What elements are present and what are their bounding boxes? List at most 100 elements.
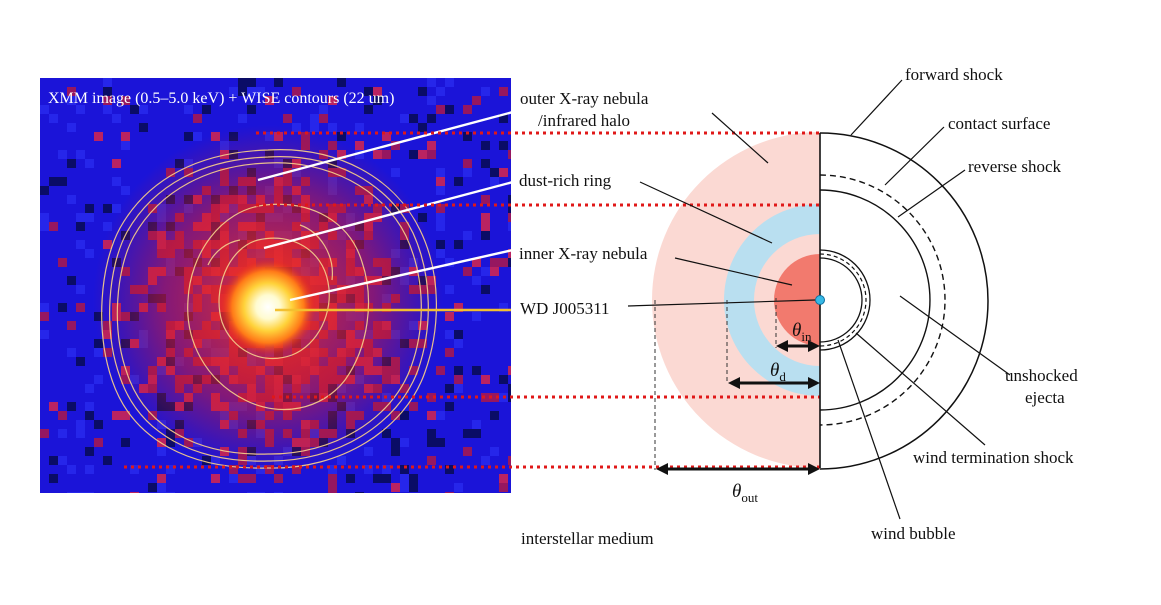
image-pixel xyxy=(130,105,139,114)
image-pixel xyxy=(40,213,49,222)
image-pixel xyxy=(112,177,121,186)
image-pixel xyxy=(454,375,463,384)
image-pixel xyxy=(472,276,481,285)
image-pixel xyxy=(445,78,454,87)
image-pixel xyxy=(130,465,139,474)
reverse-shock-arc xyxy=(819,189,931,411)
image-pixel xyxy=(463,267,472,276)
label-unshocked-1: unshocked xyxy=(1005,366,1078,385)
image-pixel xyxy=(427,456,436,465)
image-pixel xyxy=(481,267,490,276)
image-pixel xyxy=(49,456,58,465)
image-pixel xyxy=(400,474,409,483)
leader-outer-nebula xyxy=(711,112,769,164)
leader-wd xyxy=(627,299,816,307)
image-pixel xyxy=(103,456,112,465)
wind-termination-shock-arc xyxy=(819,257,863,343)
inner-contour-2 xyxy=(207,224,333,281)
image-pixel xyxy=(454,330,463,339)
image-pixel xyxy=(184,105,193,114)
pointer-dust-ring xyxy=(263,181,511,250)
image-pixel xyxy=(67,276,76,285)
image-pixel xyxy=(121,438,130,447)
image-pixel xyxy=(382,150,391,159)
image-pixel xyxy=(499,303,508,312)
image-pixel xyxy=(472,96,481,105)
image-pixel xyxy=(409,114,418,123)
image-pixel xyxy=(85,492,94,493)
image-pixel xyxy=(364,87,373,96)
image-pixel xyxy=(382,132,391,141)
image-pixel xyxy=(85,159,94,168)
image-pixel xyxy=(247,492,256,493)
image-pixel xyxy=(391,483,400,492)
outer-contour-2 xyxy=(109,156,429,462)
image-pixel xyxy=(445,348,454,357)
image-pixel xyxy=(508,384,511,393)
image-pixel xyxy=(76,285,85,294)
image-pixel xyxy=(481,213,490,222)
label-theta-in: θin xyxy=(792,320,812,344)
arrowhead-theta-d-left xyxy=(728,377,740,389)
image-pixel xyxy=(76,303,85,312)
image-pixel xyxy=(508,222,511,231)
image-title: XMM image (0.5–5.0 keV) + WISE contours … xyxy=(48,90,394,107)
image-pixel xyxy=(481,159,490,168)
arrowhead-theta-out-right xyxy=(808,463,820,475)
arrowhead-theta-out-left xyxy=(656,463,668,475)
label-inner-nebula: inner X-ray nebula xyxy=(519,244,648,263)
image-pixel xyxy=(328,474,337,483)
image-pixel xyxy=(85,447,94,456)
label-reverse-shock: reverse shock xyxy=(968,157,1061,176)
image-pixel xyxy=(400,114,409,123)
image-pixel xyxy=(463,231,472,240)
image-pixel xyxy=(445,285,454,294)
image-pixel xyxy=(58,456,67,465)
image-pixel xyxy=(40,105,49,114)
image-pixel xyxy=(508,393,511,402)
image-pixel xyxy=(436,249,445,258)
forward-shock-arc xyxy=(819,132,989,470)
image-pixel xyxy=(121,186,130,195)
image-pixel xyxy=(499,87,508,96)
image-pixel xyxy=(346,474,355,483)
pointer-outer-nebula xyxy=(257,111,511,182)
image-pixel xyxy=(427,411,436,420)
leader-contact-surface xyxy=(884,126,945,186)
image-pixel xyxy=(229,474,238,483)
image-pixel xyxy=(418,123,427,132)
image-pixel xyxy=(472,429,481,438)
image-pixel xyxy=(454,384,463,393)
label-wind-bubble: wind bubble xyxy=(871,524,956,543)
image-pixel xyxy=(427,438,436,447)
image-pixel xyxy=(166,492,175,493)
image-pixel xyxy=(373,150,382,159)
image-pixel xyxy=(436,366,445,375)
image-pixel xyxy=(445,312,454,321)
label-contact-surface: contact surface xyxy=(948,114,1050,133)
wind-bubble-dashed-arc xyxy=(819,253,867,347)
image-pixel xyxy=(337,456,346,465)
image-pixel xyxy=(121,96,130,105)
image-pixel xyxy=(436,240,445,249)
image-pixel xyxy=(436,177,445,186)
image-pixel xyxy=(193,114,202,123)
image-pixel xyxy=(274,78,283,87)
image-pixel xyxy=(85,402,94,411)
label-unshocked-2: ejecta xyxy=(1025,388,1065,407)
left-leader-lines xyxy=(627,112,816,307)
label-wd: WD J005311 xyxy=(520,299,610,318)
image-pixel xyxy=(58,177,67,186)
image-pixel xyxy=(40,429,49,438)
image-pixel xyxy=(427,114,436,123)
image-pixel xyxy=(427,393,436,402)
image-pixel xyxy=(409,402,418,411)
image-pixel xyxy=(67,96,76,105)
label-outer-nebula-2: /infrared halo xyxy=(538,111,630,130)
image-pixel xyxy=(121,141,130,150)
image-pixel xyxy=(58,150,67,159)
image-pixel xyxy=(454,177,463,186)
image-pixel xyxy=(256,87,265,96)
image-pixel xyxy=(499,483,508,492)
